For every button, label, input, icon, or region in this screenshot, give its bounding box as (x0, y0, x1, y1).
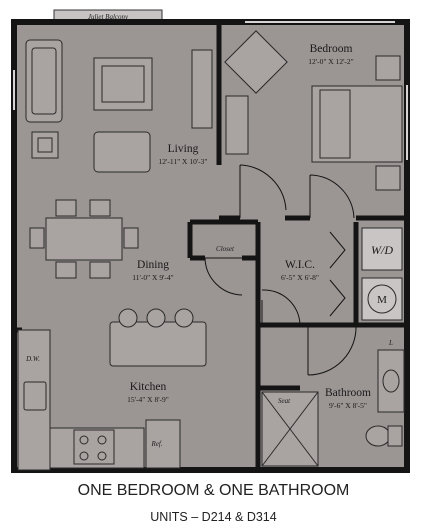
refrigerator-label: Ref. (150, 440, 162, 448)
washer-dryer (361, 227, 403, 271)
kitchen-name: Kitchen (130, 381, 167, 393)
living-name: Living (168, 143, 199, 155)
kitchen-dims: 15'-4" X 8'-9" (127, 395, 169, 404)
dining-table (45, 217, 123, 261)
bathroom-name: Bathroom (325, 387, 371, 399)
plan-units: UNITS – D214 & D314 (150, 510, 277, 524)
refrigerator (145, 419, 181, 469)
dresser (225, 95, 249, 155)
tv-console (191, 49, 213, 129)
washer-dryer-label: W/D (371, 243, 393, 257)
bedroom-dims: 12'-0" X 12'-2" (308, 57, 354, 66)
armchair (93, 131, 151, 173)
wic-dims: 6'-5" X 6'-8" (281, 273, 319, 282)
laundry (361, 227, 403, 321)
closet-label: Closet (216, 245, 235, 253)
floor-plan: Juliet Balcony (11, 9, 410, 473)
dining-furniture (29, 199, 139, 279)
bedroom-furniture (224, 30, 403, 191)
linen-label: L (388, 339, 393, 347)
dining-dims: 11'-0" X 9'-4" (132, 273, 173, 282)
exterior-walls (11, 19, 410, 473)
bedroom-name: Bedroom (310, 43, 353, 55)
nightstand-top (375, 55, 401, 81)
kitchen-fixtures (17, 308, 207, 471)
wic-name: W.I.C. (285, 259, 315, 271)
interior-walls (14, 22, 407, 470)
living-dims: 12'-11" X 10'-3" (159, 157, 208, 166)
living-furniture (25, 39, 213, 173)
bathroom-dims: 9'-6" X 8'-5" (329, 401, 367, 410)
toilet (365, 425, 391, 447)
juliet-balcony-label: Juliet Balcony (88, 13, 129, 21)
nightstand-bottom (375, 165, 401, 191)
bathroom-fixtures (261, 349, 405, 467)
windows (13, 21, 408, 160)
dishwasher-label: D.W. (25, 355, 40, 363)
dining-name: Dining (137, 259, 169, 271)
seat-label: Seat (278, 397, 291, 405)
sink (23, 381, 47, 411)
plan-title: ONE BEDROOM & ONE BATHROOM (77, 482, 350, 499)
bedroom-chair (224, 30, 288, 94)
island (109, 321, 207, 367)
mechanical-label: M (377, 294, 387, 306)
range (73, 429, 115, 465)
door-swings (204, 164, 357, 376)
